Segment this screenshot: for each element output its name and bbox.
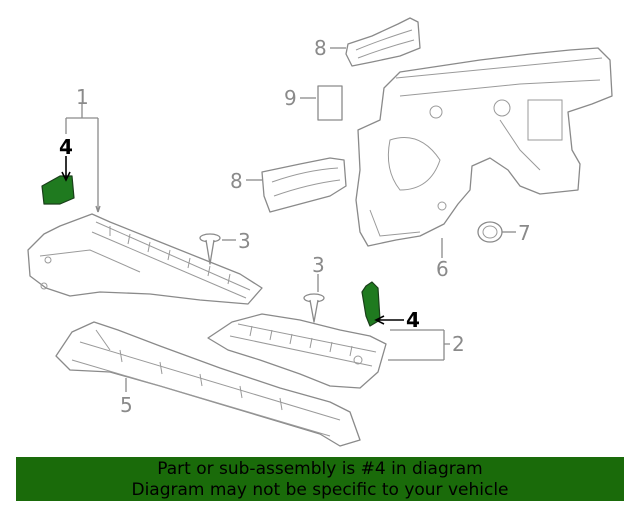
part-3-clip-left <box>199 233 221 265</box>
part-5-support-bar <box>55 321 361 447</box>
callout-4-left: 4 <box>59 135 73 159</box>
banner-line-1: Part or sub-assembly is #4 in diagram <box>157 459 483 479</box>
callout-5: 5 <box>120 393 133 417</box>
info-banner: Part or sub-assembly is #4 in diagram Di… <box>16 457 624 501</box>
parts-diagram: 1 2 3 3 4 4 5 6 7 8 8 9 <box>27 17 613 447</box>
part-1-cowl-panel <box>27 213 263 305</box>
part-6-dash-insulator <box>355 47 613 247</box>
callout-7: 7 <box>518 221 531 245</box>
part-4-highlight-left <box>41 175 75 205</box>
leader-lines-highlight <box>61 156 404 325</box>
callout-9: 9 <box>284 86 297 110</box>
part-9-pad <box>317 85 343 121</box>
part-2-cowl-panel <box>207 313 387 389</box>
callout-8-lower: 8 <box>230 169 243 193</box>
callout-3-left: 3 <box>238 229 251 253</box>
callout-6: 6 <box>436 257 449 281</box>
part-4-highlight-right <box>361 281 381 327</box>
part-8-upper-shield <box>345 17 421 67</box>
callout-4-right: 4 <box>406 308 420 332</box>
callout-1: 1 <box>76 85 89 109</box>
callout-3-right: 3 <box>312 253 325 277</box>
callout-2: 2 <box>452 332 465 356</box>
leader-lines <box>65 47 516 392</box>
part-7-plug <box>477 221 503 243</box>
part-8-lower-shield <box>261 157 347 213</box>
banner-line-2: Diagram may not be specific to your vehi… <box>131 480 509 500</box>
callout-8-top: 8 <box>314 36 327 60</box>
part-3-clip-right <box>303 293 325 323</box>
